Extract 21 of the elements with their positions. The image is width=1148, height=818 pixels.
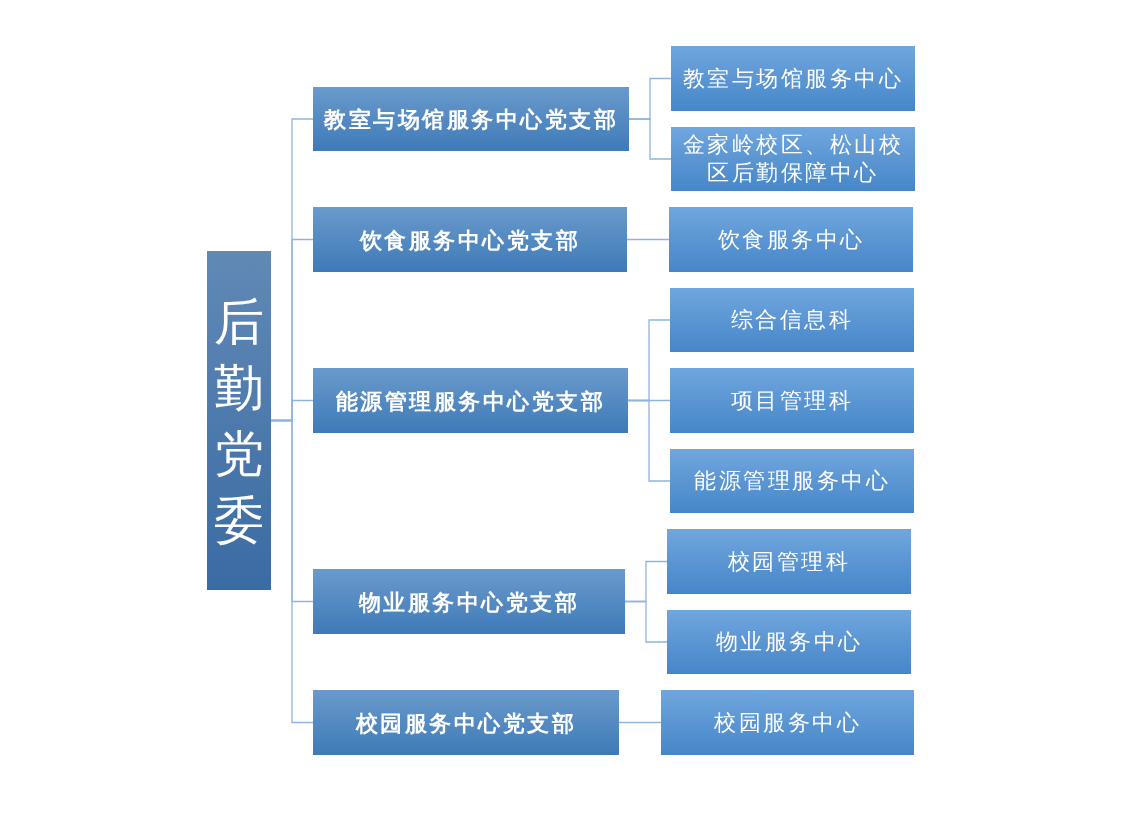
branch-box: 教室与场馆服务中心党支部 (313, 87, 629, 151)
unit-box: 校园管理科 (667, 529, 911, 594)
branch-box: 能源管理服务中心党支部 (313, 368, 628, 433)
connector-line (618, 721, 662, 724)
connector-line (626, 238, 670, 241)
connector-line (628, 118, 672, 160)
connector-line (270, 419, 314, 724)
connector-line (624, 600, 668, 643)
unit-box: 金家岭校区、松山校区后勤保障中心 (671, 127, 915, 191)
branch-box: 饮食服务中心党支部 (313, 207, 627, 272)
branch-box: 物业服务中心党支部 (313, 569, 625, 634)
unit-box: 饮食服务中心 (669, 207, 913, 272)
unit-box: 能源管理服务中心 (670, 449, 914, 513)
branch-box: 校园服务中心党支部 (313, 690, 619, 755)
connector-line (627, 399, 671, 482)
unit-box: 教室与场馆服务中心 (671, 46, 915, 111)
unit-box: 项目管理科 (670, 368, 914, 433)
unit-box: 校园服务中心 (661, 690, 914, 755)
unit-box: 物业服务中心 (667, 610, 911, 674)
committee-box: 后勤党委 (207, 251, 271, 590)
unit-box: 综合信息科 (670, 288, 914, 352)
